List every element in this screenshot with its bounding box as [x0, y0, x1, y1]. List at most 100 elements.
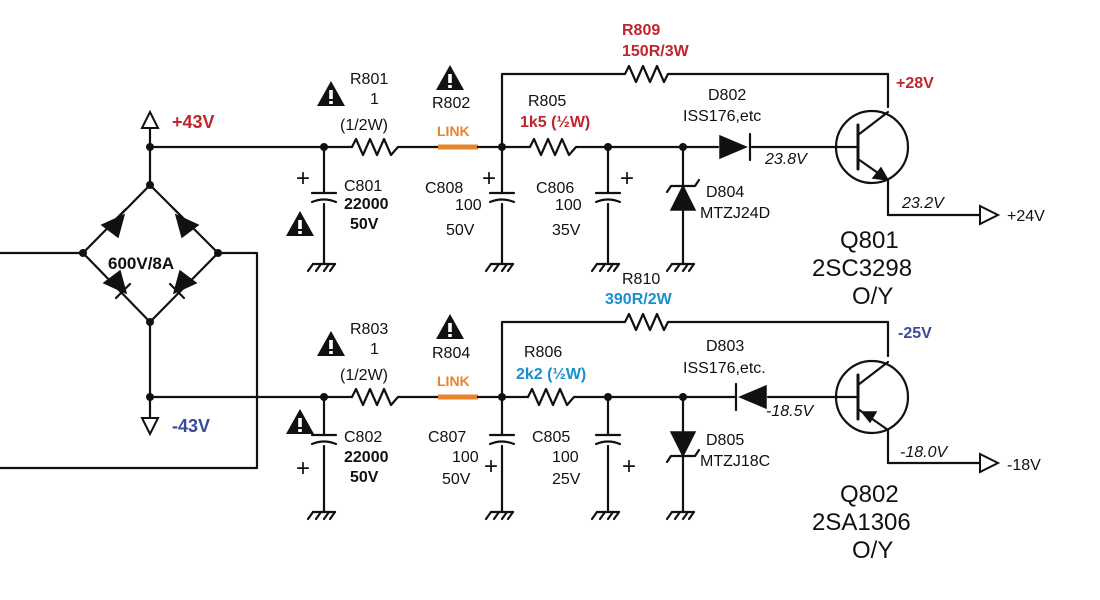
positive-rail-node: +43V [140, 109, 215, 187]
c802-plus: + [296, 455, 310, 482]
c802-voltage: 50V [350, 469, 379, 486]
output-arrow-icon [979, 204, 1001, 226]
negative-rail-node: -43V [140, 320, 210, 437]
q802-emitter-voltage: -18.0V [900, 444, 948, 461]
resistor-r801: R801 1 (1/2W) [317, 71, 399, 157]
c805-label: C805 [532, 429, 570, 446]
ground-icon [665, 498, 696, 521]
c808-plus: + [482, 165, 496, 192]
d803-part: ISS176,etc. [683, 360, 766, 377]
d805-label: D805 [706, 432, 744, 449]
resistor-r805: R805 1k5 (½W) [520, 93, 590, 157]
output-arrow-icon [979, 452, 1001, 474]
q802-base-voltage: -18.5V [766, 403, 814, 420]
r803-rating: (1/2W) [340, 367, 388, 384]
d804-part: MTZJ24D [700, 205, 770, 222]
r803-value: 1 [370, 341, 379, 358]
c807-voltage: 50V [442, 471, 471, 488]
r801-rating: (1/2W) [340, 117, 388, 134]
ground-icon [590, 498, 621, 521]
ground-icon [484, 250, 515, 273]
q801-collector-voltage: +28V [896, 75, 934, 92]
c807-label: C807 [428, 429, 466, 446]
resistor-r806: R806 2k2 (½W) [516, 344, 586, 407]
link-r802: R802 LINK [432, 65, 470, 139]
zener-d805: D805 MTZJ18C [665, 395, 770, 521]
ground-icon [665, 250, 696, 273]
warning-icon [317, 331, 345, 356]
c801-voltage: 50V [350, 216, 379, 233]
c805-plus: + [622, 453, 636, 480]
q801-part: 2SC3298 [812, 255, 912, 282]
q802-grade: O/Y [852, 537, 893, 564]
c808-value: 100 [455, 197, 482, 214]
c808-voltage: 50V [446, 222, 475, 239]
capacitor-c801: + C801 22000 50V [286, 145, 389, 273]
c801-label: C801 [344, 178, 382, 195]
c801-plus: + [296, 165, 310, 192]
c806-voltage: 35V [552, 222, 581, 239]
warning-icon [286, 211, 314, 236]
capacitor-c802: + C802 22000 50V [286, 395, 389, 521]
c801-value: 22000 [344, 196, 389, 213]
link-r804: R804 LINK [432, 314, 470, 389]
q802-label: Q802 [840, 481, 899, 508]
resistor-r803: R803 1 (1/2W) [317, 321, 399, 407]
c807-plus: + [484, 453, 498, 480]
capacitor-c807: C807 100 50V + [428, 395, 516, 521]
capacitor-c808: C808 + 100 50V [425, 145, 516, 273]
ground-icon [306, 250, 337, 273]
d804-label: D804 [706, 184, 744, 201]
r805-label: R805 [528, 93, 566, 110]
bridge-rating: 600V/8A [108, 254, 174, 273]
r803-label: R803 [350, 321, 388, 338]
r806-value: 2k2 (½W) [516, 366, 586, 383]
transistor-q802: -25V Q802 2SA1306 O/Y [812, 325, 932, 564]
r810-label: R810 [622, 271, 660, 288]
c806-value: 100 [555, 197, 582, 214]
q801-grade: O/Y [852, 283, 893, 310]
r806-label: R806 [524, 344, 562, 361]
bottom-main-wire [148, 393, 840, 401]
r802-label: R802 [432, 95, 470, 112]
pos-rail-voltage: +43V [172, 112, 215, 132]
r810-value: 390R/2W [605, 291, 673, 308]
warning-icon [286, 409, 314, 434]
warning-icon [436, 314, 464, 339]
r809-label: R809 [622, 22, 660, 39]
c805-voltage: 25V [552, 471, 581, 488]
c805-value: 100 [552, 449, 579, 466]
c802-label: C802 [344, 429, 382, 446]
ac-input-wires [0, 251, 259, 470]
d805-part: MTZJ18C [700, 453, 770, 470]
diode-d803: D803 ISS176,etc. [683, 338, 767, 412]
diode-d802: D802 ISS176,etc [683, 87, 761, 162]
capacitor-c806: C806 + 100 35V [536, 145, 634, 273]
r804-label: R804 [432, 345, 470, 362]
r801-label: R801 [350, 71, 388, 88]
top-output: 23.2V +24V [886, 195, 1045, 226]
q802-part: 2SA1306 [812, 509, 911, 536]
top-main-wire [148, 143, 840, 151]
r802-link: LINK [437, 123, 470, 139]
q801-emitter-voltage: 23.2V [901, 195, 945, 212]
d802-label: D802 [708, 87, 746, 104]
c802-value: 22000 [344, 449, 389, 466]
q802-collector-voltage: -25V [898, 325, 932, 342]
r801-value: 1 [370, 91, 379, 108]
rail-arrow-icon [140, 109, 160, 129]
d803-label: D803 [706, 338, 744, 355]
ground-icon [484, 498, 515, 521]
q801-base-voltage: 23.8V [764, 151, 808, 168]
r805-value: 1k5 (½W) [520, 114, 590, 131]
bottom-output: -18.0V -18V [886, 444, 1041, 474]
c807-value: 100 [452, 449, 479, 466]
ground-icon [306, 498, 337, 521]
bridge-rectifier: 600V/8A [79, 181, 222, 326]
d802-part: ISS176,etc [683, 108, 761, 125]
resistor-r810: R810 390R/2W [500, 271, 890, 399]
c806-label: C806 [536, 180, 574, 197]
neg-rail-voltage: -43V [172, 416, 210, 436]
capacitor-c805: C805 100 25V + [532, 395, 636, 521]
